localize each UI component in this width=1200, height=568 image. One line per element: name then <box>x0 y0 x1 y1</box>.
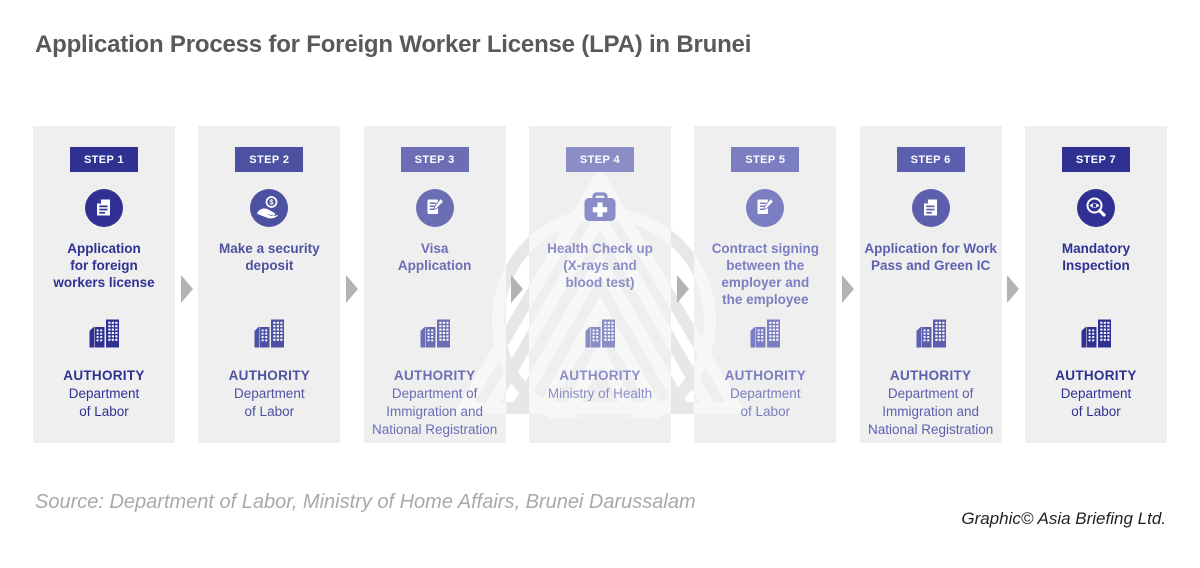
step-gap <box>175 126 198 443</box>
authority-label: AUTHORITY <box>393 368 476 383</box>
step-title: Make a security deposit <box>219 241 320 273</box>
next-step-arrow-icon <box>841 275 854 303</box>
contract-signing-icon <box>745 188 785 228</box>
step-gap <box>506 126 529 443</box>
document-icon <box>911 188 951 228</box>
graphic-credit-text: Graphic© Asia Briefing Ltd. <box>961 509 1166 528</box>
health-check-icon <box>580 188 620 228</box>
authority-label: AUTHORITY <box>724 368 807 383</box>
step-gap <box>671 126 694 443</box>
buildings-icon <box>417 318 453 348</box>
buildings-icon <box>86 318 122 348</box>
authority-name: Department of Labor <box>234 386 305 419</box>
authority-name: Department of Labor <box>730 386 801 419</box>
authority-block: AUTHORITY Department of Labor <box>687 367 843 421</box>
step-title: Contract signing between the employer an… <box>711 241 819 307</box>
authority-label: AUTHORITY <box>889 368 972 383</box>
page-title: Application Process for Foreign Worker L… <box>35 31 752 58</box>
step-gap <box>1002 126 1025 443</box>
authority-label: AUTHORITY <box>559 368 641 383</box>
authority-block: AUTHORITY Department of Labor <box>26 367 182 421</box>
step-badge: STEP 7 <box>1061 147 1130 172</box>
authority-label: AUTHORITY <box>228 368 311 383</box>
step-column: STEP 6 Application for Work Pass and Gre… <box>859 126 1002 443</box>
step-column: STEP 4 Health Check up (X-rays and blood… <box>528 126 671 443</box>
next-step-arrow-icon <box>180 275 193 303</box>
step-badge: STEP 6 <box>896 147 965 172</box>
authority-block: AUTHORITY Department of Immigration and … <box>853 367 1009 439</box>
authority-name: Department of Immigration and National R… <box>867 386 994 437</box>
step-column: STEP 5 Contract signing between the empl… <box>694 126 837 443</box>
document-icon <box>84 188 124 228</box>
authority-block: AUTHORITY Ministry of Health <box>522 367 678 403</box>
step-title: Application for Work Pass and Green IC <box>864 241 997 273</box>
step-column: STEP 2 Make a security deposit AUTHORITY… <box>198 126 341 443</box>
authority-label: AUTHORITY <box>1055 368 1137 383</box>
step-badge: STEP 4 <box>565 147 634 172</box>
next-step-arrow-icon <box>511 275 524 303</box>
step-title: Visa Application <box>397 241 472 273</box>
authority-block: AUTHORITY Department of Immigration and … <box>357 367 513 439</box>
authority-block: AUTHORITY Department of Labor <box>191 367 347 421</box>
step-badge: STEP 3 <box>400 147 469 172</box>
step-title: Mandatory Inspection <box>1061 241 1131 273</box>
buildings-icon <box>251 318 287 348</box>
inspection-icon <box>1076 188 1116 228</box>
step-title: Application for foreign workers license <box>53 241 155 290</box>
buildings-icon <box>747 318 783 348</box>
buildings-icon <box>913 318 949 348</box>
security-deposit-icon <box>249 188 289 228</box>
step-badge: STEP 2 <box>235 147 304 172</box>
step-gap <box>340 126 363 443</box>
next-step-arrow-icon <box>1007 275 1020 303</box>
step-badge: STEP 5 <box>731 147 800 172</box>
authority-name: Department of Immigration and National R… <box>371 386 498 437</box>
contract-signing-icon <box>415 188 455 228</box>
buildings-icon <box>582 318 618 348</box>
steps-row: STEP 1 Application for foreign workers l… <box>33 126 1167 443</box>
source-text: Source: Department of Labor, Ministry of… <box>35 491 696 513</box>
step-column: STEP 1 Application for foreign workers l… <box>33 126 175 443</box>
step-gap <box>836 126 859 443</box>
step-column: STEP 7 Mandatory Inspection AUTHORITY De… <box>1024 126 1167 443</box>
next-step-arrow-icon <box>676 275 689 303</box>
step-title: Health Check up (X-rays and blood test) <box>547 241 653 290</box>
authority-name: Ministry of Health <box>547 386 653 401</box>
step-column: STEP 3 Visa Application AUTHORITY Depart… <box>363 126 506 443</box>
buildings-icon <box>1078 318 1114 348</box>
authority-block: AUTHORITY Department of Labor <box>1018 367 1174 421</box>
authority-name: Department of Labor <box>1060 386 1132 419</box>
authority-name: Department of Labor <box>68 386 140 419</box>
next-step-arrow-icon <box>345 275 358 303</box>
step-badge: STEP 1 <box>70 147 138 172</box>
authority-label: AUTHORITY <box>63 368 145 383</box>
